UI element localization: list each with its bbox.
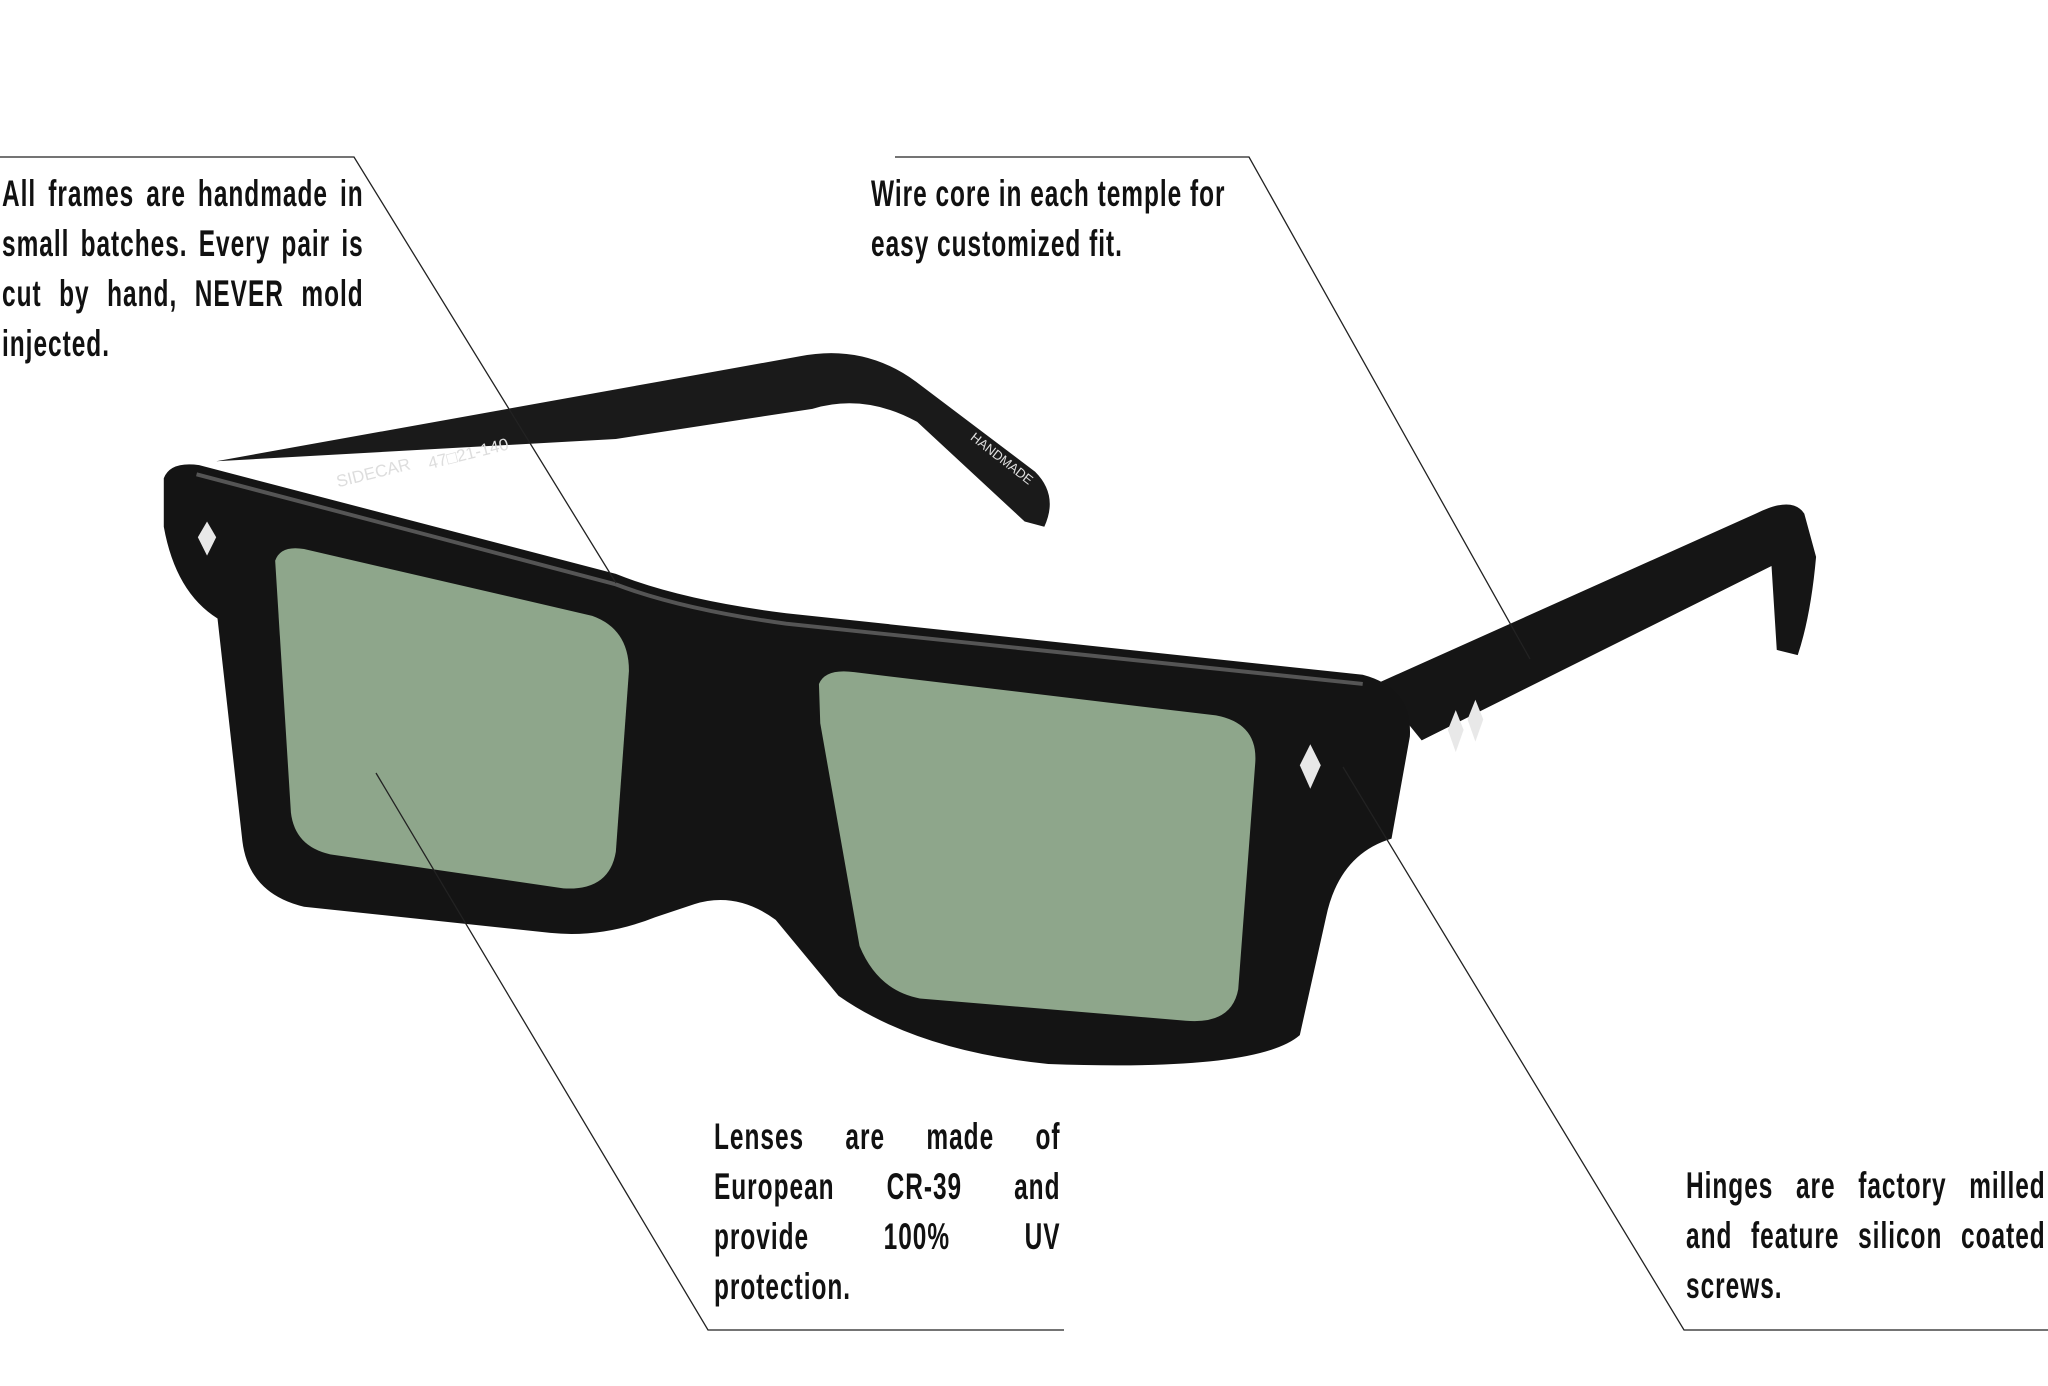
callout-frames-text: All frames are handmade in small batches…	[2, 173, 364, 364]
leader-line-frames	[0, 156, 617, 584]
right-lens	[818, 671, 1256, 1022]
diamond-stud-icon	[197, 521, 217, 556]
frame-highlight	[196, 472, 1363, 686]
callout-hinges: Hinges are factory milled and feature si…	[1686, 1161, 2048, 1311]
left-lens	[275, 548, 629, 889]
leader-line-wire-core	[895, 156, 1531, 660]
diamond-stud-icon	[1299, 744, 1321, 789]
callout-lenses: Lenses are made of European CR-39 and pr…	[714, 1112, 1239, 1312]
diamond-stud-icon	[1447, 710, 1464, 753]
callout-frames: All frames are handmade in small batches…	[2, 169, 550, 369]
left-temple	[216, 353, 1050, 527]
right-temple	[1375, 504, 1817, 741]
temple-model-text: SIDECAR	[334, 455, 412, 492]
callout-lenses-text: Lenses are made of European CR-39 and pr…	[714, 1116, 1061, 1307]
diamond-stud-icon	[1467, 699, 1484, 742]
callout-wire-core-text: Wire core in each temple for easy custom…	[871, 173, 1226, 264]
leader-line-hinges	[1342, 766, 2048, 1331]
leader-line-lenses	[375, 772, 1064, 1331]
callout-wire-core: Wire core in each temple for easy custom…	[871, 169, 1419, 269]
callout-hinges-text: Hinges are factory milled and feature si…	[1686, 1165, 2046, 1306]
